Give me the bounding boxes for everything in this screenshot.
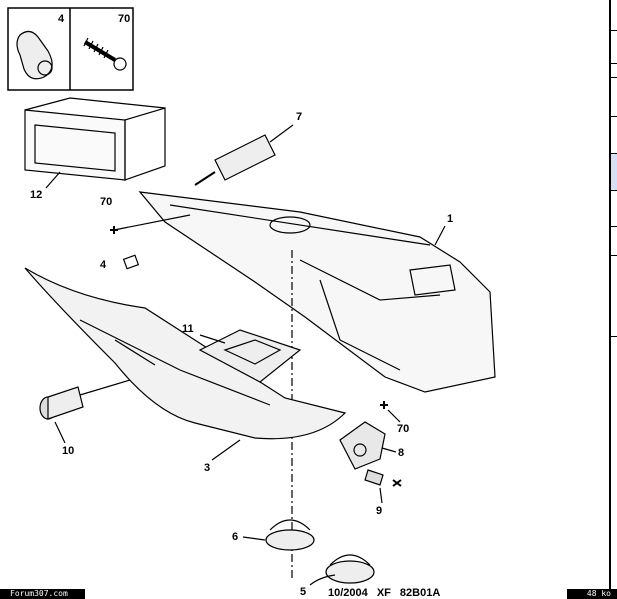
part-7-lamp: 7 bbox=[194, 111, 302, 186]
callout-9: 9 bbox=[376, 505, 382, 517]
inset-box: 4 70 bbox=[7, 7, 134, 91]
callout-4: 4 bbox=[100, 259, 107, 271]
callout-6: 6 bbox=[232, 531, 238, 543]
callout-12: 12 bbox=[30, 189, 42, 201]
part-5-cap: 5 bbox=[300, 554, 375, 598]
callout-3: 3 bbox=[204, 462, 210, 474]
site-watermark: Forum307.com bbox=[0, 589, 85, 599]
callout-70-bottom: 70 bbox=[397, 423, 409, 435]
part-1-housing: 1 bbox=[138, 191, 496, 393]
callout-11: 11 bbox=[182, 323, 194, 335]
knob-icon bbox=[16, 30, 53, 80]
callout-8: 8 bbox=[398, 447, 404, 459]
part-10-lock: 10 bbox=[39, 379, 131, 457]
callout-70-top: 70 bbox=[100, 196, 112, 208]
diagram-reference: 10/2004 XF 82B01A bbox=[328, 587, 441, 599]
side-panel bbox=[609, 0, 617, 599]
inset-label-4: 4 bbox=[58, 13, 65, 25]
callout-10: 10 bbox=[62, 445, 74, 457]
part-4-clip bbox=[122, 254, 140, 270]
part-3-lid: 3 bbox=[24, 267, 347, 474]
part-8-latch: 8 70 bbox=[339, 401, 409, 470]
inset-label-70: 70 bbox=[118, 13, 130, 25]
part-11-plate: 11 bbox=[182, 323, 302, 383]
part-12-bracket: 12 bbox=[24, 97, 166, 201]
callout-5: 5 bbox=[300, 586, 306, 598]
file-size: 48 ko bbox=[567, 589, 617, 599]
screw-icon bbox=[83, 37, 127, 71]
part-6-cap: 6 bbox=[232, 519, 315, 551]
callout-1: 1 bbox=[447, 213, 453, 225]
part-9-pin: 9 bbox=[364, 469, 402, 517]
fastener-70-icon bbox=[380, 401, 388, 409]
callout-7: 7 bbox=[296, 111, 302, 123]
